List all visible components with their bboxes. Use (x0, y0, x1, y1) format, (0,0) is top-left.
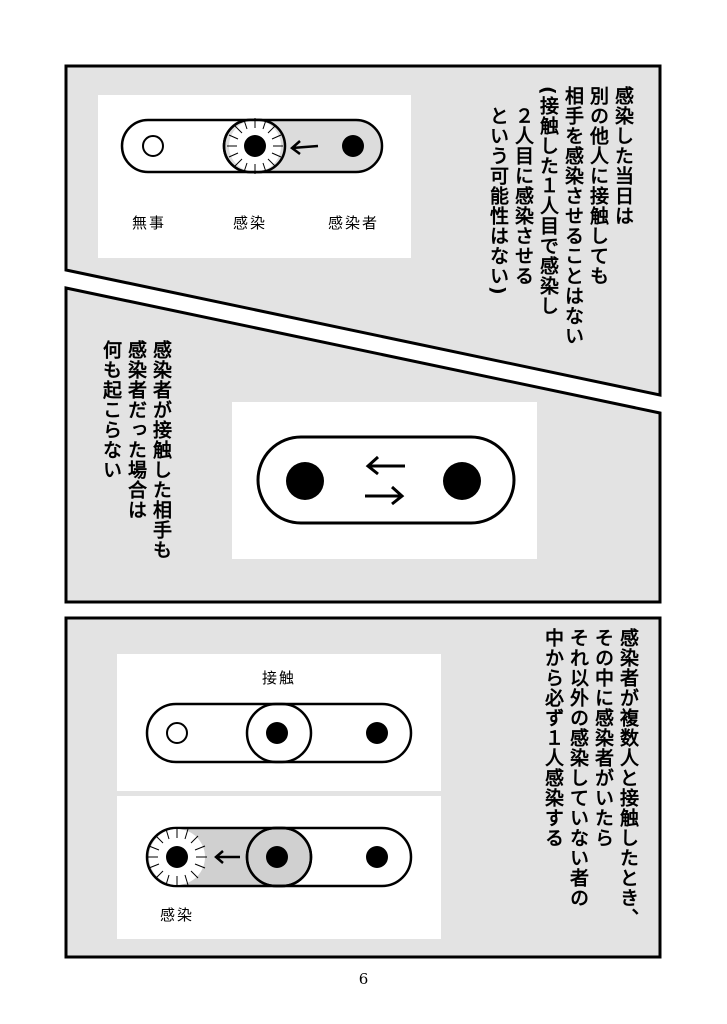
arrow-left-icon (214, 850, 240, 864)
label-infected: 感染 (233, 214, 268, 232)
carrier-dot (342, 135, 364, 157)
panel-2-diagram-bg (232, 402, 537, 559)
safe-person-dot (142, 135, 164, 157)
panel-1-narration: 感染した当日は 別の他人に接触しても 相手を感染させることはない (接触した１人… (487, 86, 634, 346)
carrier-dot (366, 846, 388, 868)
carrier-dot (266, 722, 288, 744)
label-infected: 感染 (160, 906, 195, 924)
safe-person-dot (166, 722, 188, 744)
arrow-left-icon (365, 455, 405, 476)
page-number: 6 (358, 970, 369, 988)
panel-3-narration: 感染者が複数人と接触したとき、 その中に感染者がいたら それ以外の感染していない… (542, 628, 639, 928)
carrier-dot (366, 722, 388, 744)
label-carrier: 感染者 (328, 214, 380, 232)
newly-infected-dot (166, 846, 188, 868)
label-contact: 接触 (262, 669, 297, 687)
newly-infected-dot (244, 135, 266, 157)
panel-2-narration: 感染者が接触した相手も 感染者だった場合は 何も起こらない (100, 340, 172, 560)
carrier-dot-left (286, 462, 324, 500)
arrow-left-icon (290, 140, 319, 155)
carrier-dot (266, 846, 288, 868)
arrow-right-icon (365, 485, 405, 506)
carrier-dot-right (443, 462, 481, 500)
label-safe: 無事 (132, 214, 167, 232)
